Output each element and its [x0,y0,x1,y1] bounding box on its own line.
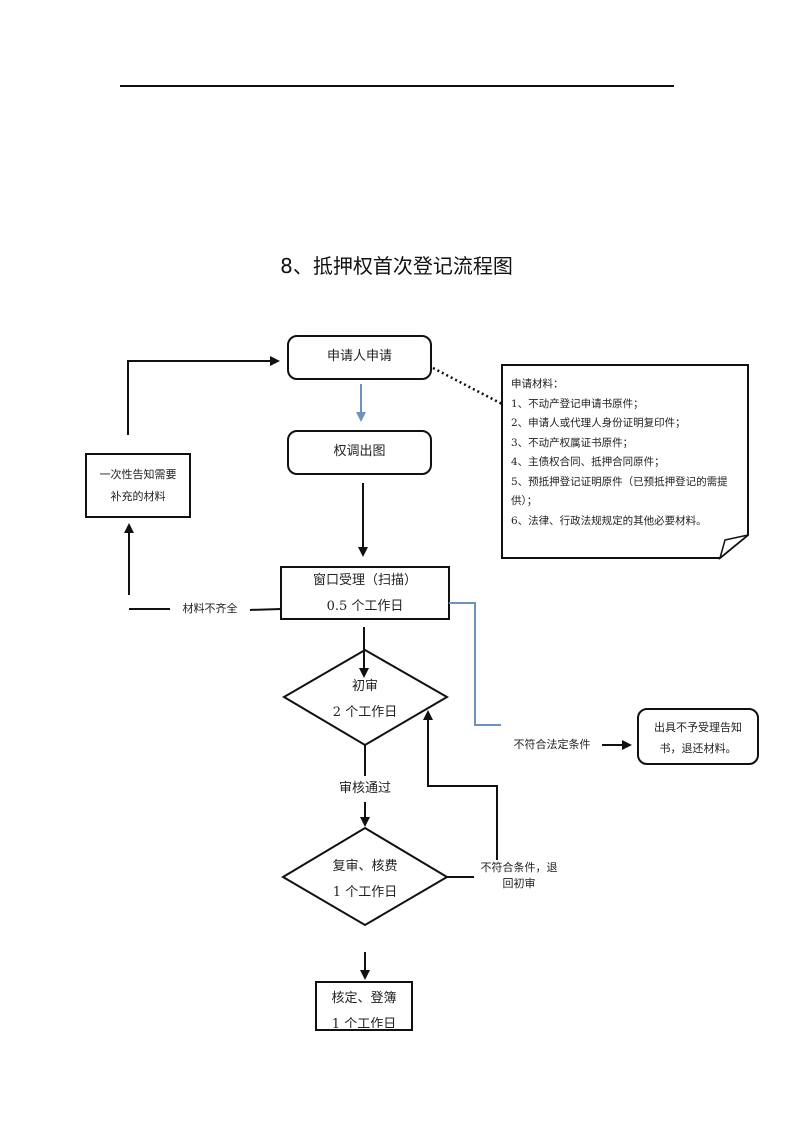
header-rule [120,85,674,87]
node-window: 窗口受理（扫描） 0.5 个工作日 [281,568,449,620]
node-window-box [280,566,450,620]
node-initial: 初审 2 个工作日 [305,674,425,726]
node-review-line1: 复审、核费 [332,859,398,874]
node-survey-box [287,430,432,475]
label-incomplete: 材料不齐全 [170,600,250,618]
node-register-line1: 核定、登簿 [331,991,397,1006]
node-review-diamond [281,826,449,927]
node-review-line2: 1 个工作日 [332,885,398,900]
node-window-line1: 窗口受理（扫描） [312,573,417,588]
materials-item: 2、申请人或代理人身份证明复印件； [511,417,686,429]
node-notify-line2: 补充的材料 [110,490,166,503]
label-return: 不符合条件，退 回初审 [474,860,564,892]
node-notify: 一次性告知需要 补充的材料 [86,464,190,508]
materials-item: 1、不动产登记申请书原件； [511,397,644,410]
materials-item: 5、预抵押登记证明原件（已预抵押登记的需提 [511,475,728,488]
edge-incomplete-a [247,608,282,611]
page-title: 8、抵押权首次登记流程图 [280,254,513,278]
node-register-box [315,981,413,1031]
node-survey: 权调出图 [333,444,386,459]
note-fold-icon [718,534,749,561]
materials-item: 6、法律、行政法规规定的其他必要材料。 [511,514,707,527]
label-return-line1: 不符合条件，退 [480,861,558,874]
node-review: 复审、核费 1 个工作日 [305,854,425,906]
edge-return-initial [423,710,498,860]
node-reject-box [637,708,759,765]
materials-item: 供）； [511,495,538,507]
node-reject-line2: 书，退还材料。 [659,742,737,755]
label-not-legal: 不符合法定条件 [513,738,591,751]
edge-notify-apply [127,356,280,435]
node-apply-box [287,335,432,380]
materials-item: 3、不动产权属证书原件； [511,436,634,449]
node-apply: 申请人申请 [326,349,392,364]
label-passed: 审核通过 [320,776,410,802]
node-notify-line1: 一次性告知需要 [99,468,177,481]
materials-heading: 申请材料： [511,378,564,390]
node-window-line2: 0.5 个工作日 [326,599,404,614]
node-notify-box [85,453,191,518]
materials-note: 申请材料： 1、不动产登记申请书原件； 2、申请人或代理人身份证明复印件； 3、… [511,375,751,531]
node-initial-line1: 初审 [351,679,378,694]
materials-item: 4、主债权合同、抵押合同原件； [511,456,665,468]
node-reject: 出具不予受理告知 书，退还材料。 [638,717,758,759]
node-register: 核定、登簿 1 个工作日 [316,986,412,1028]
label-return-line2: 回初审 [502,877,536,890]
node-initial-line2: 2 个工作日 [332,705,398,720]
node-register-line2: 1 个工作日 [331,1017,397,1028]
edge-apply-note [432,366,505,407]
node-reject-line1: 出具不予受理告知 [654,721,742,734]
edge-window-notlegal [449,602,501,726]
